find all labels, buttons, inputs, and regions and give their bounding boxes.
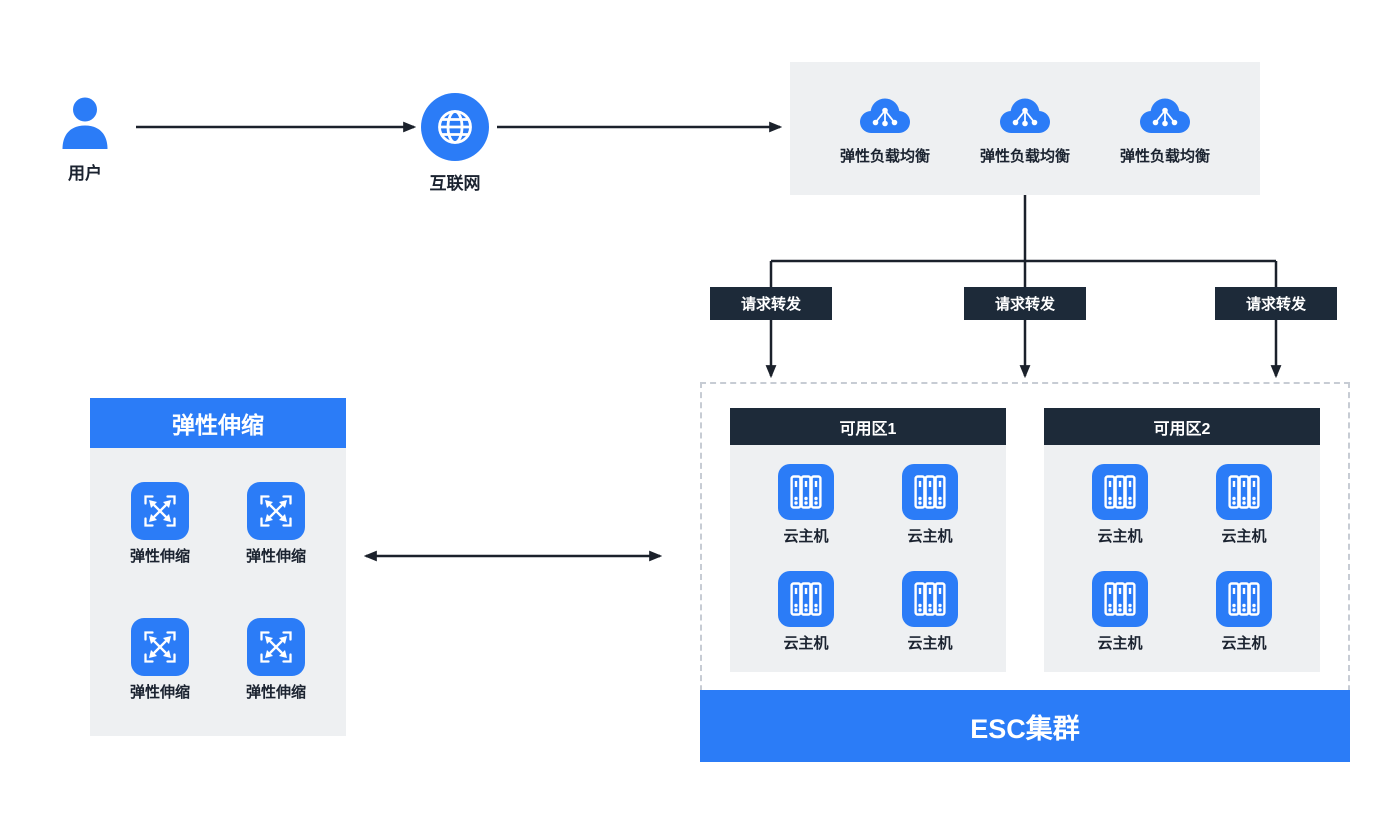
availability-zone-1: 可用区1 云主机 云主机 云主机 云主机: [730, 408, 1006, 672]
cloud-host-icon: [778, 571, 834, 627]
esc-cluster-footer: ESC集群: [700, 690, 1350, 762]
cloud-host-icon: [1092, 464, 1148, 520]
internet-globe-icon: [421, 93, 489, 161]
auto-scaling-label: 弹性伸缩: [129, 684, 190, 701]
cloud-host: 云主机: [1092, 464, 1148, 546]
elb-item: 弹性负载均衡: [1120, 91, 1210, 166]
request-forward-badge: 请求转发: [1215, 287, 1337, 320]
cloud-host-icon: [902, 571, 958, 627]
auto-scaling-item: 弹性伸缩: [130, 618, 190, 702]
auto-scaling-label: 弹性伸缩: [129, 548, 190, 565]
user-label: 用户: [68, 164, 102, 183]
availability-zone-title: 可用区1: [730, 408, 1006, 445]
auto-scaling-icon: [131, 482, 189, 540]
auto-scaling-label: 弹性伸缩: [245, 684, 306, 701]
auto-scaling-body: 弹性伸缩 弹性伸缩 弹性伸缩 弹性伸缩: [90, 448, 346, 736]
auto-scaling-item: 弹性伸缩: [246, 482, 306, 566]
cloud-host-label: 云主机: [1097, 635, 1143, 653]
cloud-host-label: 云主机: [907, 635, 953, 653]
cloud-host-label: 云主机: [783, 635, 829, 653]
elb-item: 弹性负载均衡: [980, 91, 1070, 166]
elb-panel: 弹性负载均衡 弹性负载均衡 弹性负载均衡: [790, 62, 1260, 195]
internet-label: 互联网: [429, 174, 481, 193]
availability-zone-2: 可用区2 云主机 云主机 云主机 云主机: [1044, 408, 1320, 672]
auto-scaling-title: 弹性伸缩: [90, 398, 346, 448]
request-forward-badge: 请求转发: [964, 287, 1086, 320]
auto-scaling-item: 弹性伸缩: [246, 618, 306, 702]
availability-zone-title: 可用区2: [1044, 408, 1320, 445]
cloud-host-icon: [902, 464, 958, 520]
cloud-host-icon: [1216, 571, 1272, 627]
elb-item: 弹性负载均衡: [840, 91, 930, 166]
cloud-host: 云主机: [1216, 571, 1272, 653]
cloud-host-label: 云主机: [1221, 527, 1267, 545]
cloud-host-icon: [778, 464, 834, 520]
availability-zone-body: 云主机 云主机 云主机 云主机: [730, 445, 1006, 672]
load-balancer-cloud-icon: [1132, 91, 1198, 137]
cloud-host: 云主机: [902, 571, 958, 653]
cloud-host-label: 云主机: [1221, 635, 1267, 653]
user-icon: [62, 97, 108, 149]
cloud-host: 云主机: [1092, 571, 1148, 653]
load-balancer-cloud-icon: [992, 91, 1058, 137]
availability-zone-body: 云主机 云主机 云主机 云主机: [1044, 445, 1320, 672]
auto-scaling-icon: [247, 618, 305, 676]
cloud-host: 云主机: [1216, 464, 1272, 546]
cloud-host-label: 云主机: [907, 527, 953, 545]
cloud-host: 云主机: [778, 571, 834, 653]
internet-node: 互联网: [415, 92, 495, 194]
cloud-host-label: 云主机: [783, 527, 829, 545]
elb-label: 弹性负载均衡: [839, 148, 930, 165]
auto-scaling-icon: [247, 482, 305, 540]
cloud-host-icon: [1216, 464, 1272, 520]
auto-scaling-label: 弹性伸缩: [245, 548, 306, 565]
load-balancer-cloud-icon: [852, 91, 918, 137]
cloud-host: 云主机: [778, 464, 834, 546]
esc-cluster-container: 可用区1 云主机 云主机 云主机 云主机: [700, 382, 1350, 762]
auto-scaling-item: 弹性伸缩: [130, 482, 190, 566]
auto-scaling-panel: 弹性伸缩 弹性伸缩 弹性伸缩 弹性伸缩 弹性伸缩: [90, 398, 346, 736]
cloud-host-icon: [1092, 571, 1148, 627]
elb-label: 弹性负载均衡: [1119, 148, 1210, 165]
cloud-host-label: 云主机: [1097, 527, 1143, 545]
cloud-host: 云主机: [902, 464, 958, 546]
request-forward-badge: 请求转发: [710, 287, 832, 320]
user-node: 用户: [45, 96, 125, 184]
elb-label: 弹性负载均衡: [979, 148, 1070, 165]
auto-scaling-icon: [131, 618, 189, 676]
